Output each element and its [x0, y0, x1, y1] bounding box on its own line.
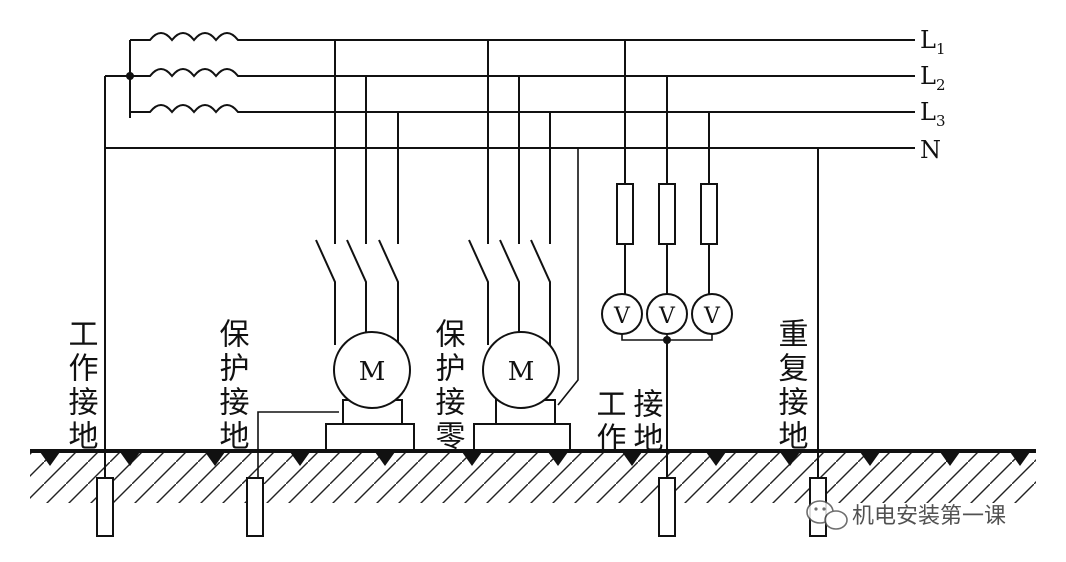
- motor-1: M: [325, 331, 415, 451]
- line-label-l2: L2: [920, 62, 945, 94]
- line-label-n: N: [920, 136, 941, 164]
- label-work-ground-right-a: 工作: [591, 388, 626, 456]
- watermark: 机电安装第一课: [806, 500, 1006, 530]
- watermark-logo-icon: [806, 500, 848, 530]
- label-work-ground-left: 工作接地: [63, 318, 99, 454]
- label-repeat-ground: 重复接地: [773, 318, 809, 454]
- label-work-ground-right-b: 接地: [628, 388, 664, 456]
- label-protective-ground: 保护接地: [214, 318, 250, 454]
- earth-hatch: [30, 451, 1036, 503]
- voltmeter-1-label: V: [613, 304, 631, 329]
- line-label-l3: L3: [920, 98, 945, 130]
- voltmeters: V V V: [601, 293, 733, 478]
- fuse-2: [658, 183, 676, 245]
- fuse-1: [616, 183, 634, 245]
- watermark-text: 机电安装第一课: [852, 504, 1006, 529]
- voltmeter-3-label: V: [703, 304, 721, 329]
- coil-l2: [130, 68, 244, 78]
- ground-electrode-2: [246, 477, 264, 537]
- protective-neutral-conductor: [557, 148, 579, 406]
- transformer-coils: [105, 32, 244, 118]
- fuse-branches: [616, 40, 718, 294]
- fuse-3: [700, 183, 718, 245]
- motor-1-label: M: [359, 357, 386, 387]
- supply-lines: [105, 39, 915, 149]
- protective-ground-conductor: [257, 411, 339, 478]
- ground-tick-marks: [40, 452, 1030, 466]
- label-protective-neutral: 保护接零: [430, 318, 466, 454]
- ground-electrode-1: [96, 477, 114, 537]
- ground-electrode-3: [658, 477, 676, 537]
- line-label-l1: L1: [920, 26, 945, 58]
- coil-l1: [130, 32, 244, 42]
- motor-2-label: M: [508, 357, 535, 387]
- voltmeter-2-label: V: [658, 304, 676, 329]
- motor1-feeders: [315, 40, 399, 345]
- coil-l3: [130, 104, 244, 114]
- motor-2: M: [473, 331, 571, 451]
- motor2-feeders: [468, 40, 551, 345]
